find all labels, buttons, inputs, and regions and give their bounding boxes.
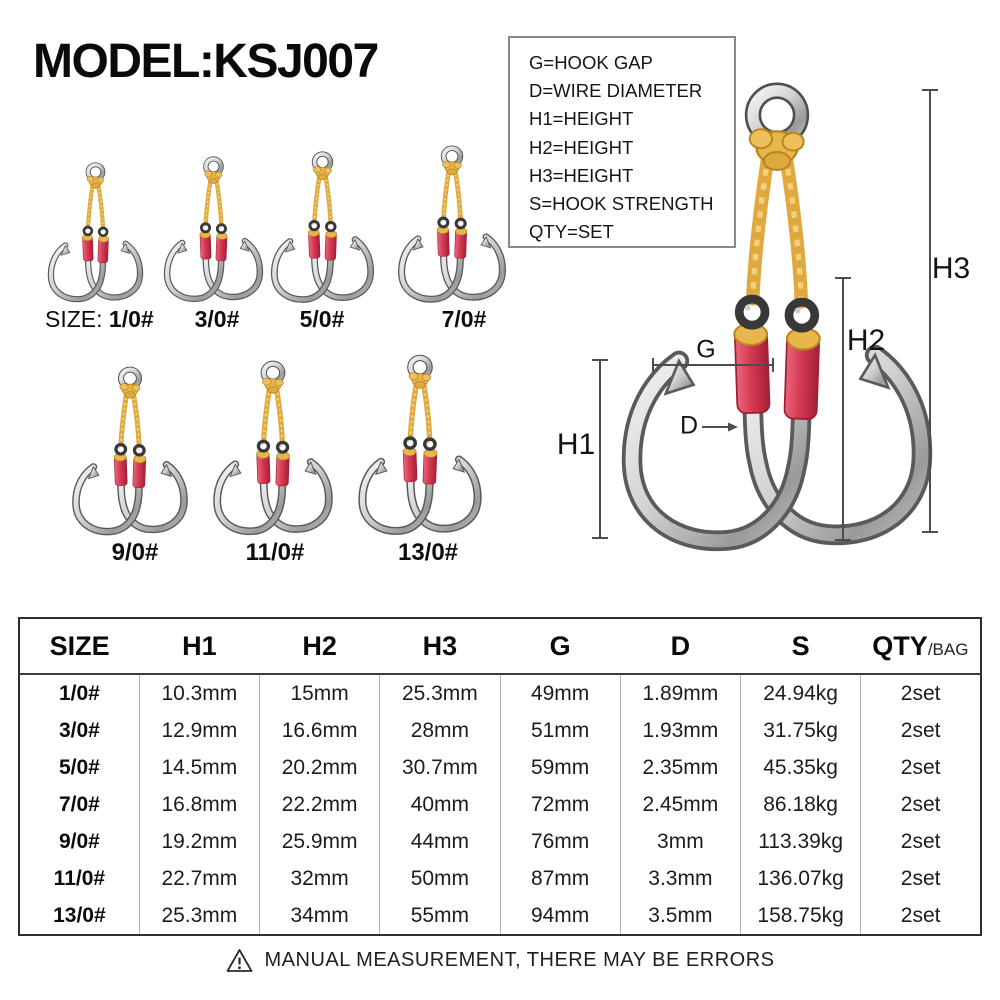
col-header-g: G xyxy=(500,618,621,675)
hook-rig-5-0 xyxy=(269,150,376,308)
size-label-7-0: 7/0# xyxy=(441,306,487,332)
legend-item: H2=HEIGHT xyxy=(529,136,634,158)
size-label-9-0: 9/0# xyxy=(111,539,159,566)
col-header-s: S xyxy=(740,618,861,675)
size-label-11-0: 11/0# xyxy=(245,539,305,566)
hook-rig-1-0 xyxy=(46,161,145,307)
legend-item: QTY=SET xyxy=(529,221,614,243)
diagram-label-h3: H3 xyxy=(931,252,971,285)
diagram-label-d: D xyxy=(679,411,699,440)
hook-rig-11-0 xyxy=(211,359,335,541)
legend-box: G=HOOK GAP D=WIRE DIAMETER H1=HEIGHT H2=… xyxy=(508,36,736,248)
hook-rig-9-0 xyxy=(70,365,190,541)
diagram-label-g: G xyxy=(696,335,716,364)
diagram-label-h1: H1 xyxy=(556,428,596,461)
size-label-5-0: 5/0# xyxy=(299,306,345,332)
col-header-qty: QTY/BAG xyxy=(860,618,981,675)
legend-item: H1=HEIGHT xyxy=(529,108,634,130)
disclaimer-text: MANUAL MEASUREMENT, THERE MAY BE ERRORS xyxy=(264,949,775,971)
hook-rig-3-0 xyxy=(162,155,265,307)
disclaimer-note: MANUAL MEASUREMENT, THERE MAY BE ERRORS xyxy=(0,948,1000,973)
qty-unit-suffix: /BAG xyxy=(927,639,969,659)
size-label-13-0: 13/0# xyxy=(397,539,459,566)
hook-rig-diagram xyxy=(616,78,938,567)
warning-icon xyxy=(226,949,252,972)
col-header-d: D xyxy=(620,618,741,675)
hook-rig-13-0 xyxy=(356,353,484,541)
page-title: MODEL:KSJ007 xyxy=(33,35,379,88)
legend-item: H3=HEIGHT xyxy=(529,164,634,186)
legend-item: G=HOOK GAP xyxy=(529,52,653,73)
col-header-size: SIZE xyxy=(19,618,140,675)
col-header-h2: H2 xyxy=(259,618,380,675)
legend-item: S=HOOK STRENGTH xyxy=(529,193,714,215)
legend-item: D=WIRE DIAMETER xyxy=(529,80,703,102)
size-prefix: SIZE: xyxy=(45,306,103,332)
size-label-3-0: 3/0# xyxy=(194,306,240,332)
col-header-h1: H1 xyxy=(139,618,260,675)
size-label-1-0: SIZE: 1/0# xyxy=(45,306,154,332)
hook-rig-7-0 xyxy=(396,144,508,308)
diagram-label-h2: H2 xyxy=(846,324,886,357)
spec-table-header: SIZE H1 H2 H3 G D S QTY/BAG xyxy=(19,618,981,675)
col-header-h3: H3 xyxy=(379,618,500,675)
